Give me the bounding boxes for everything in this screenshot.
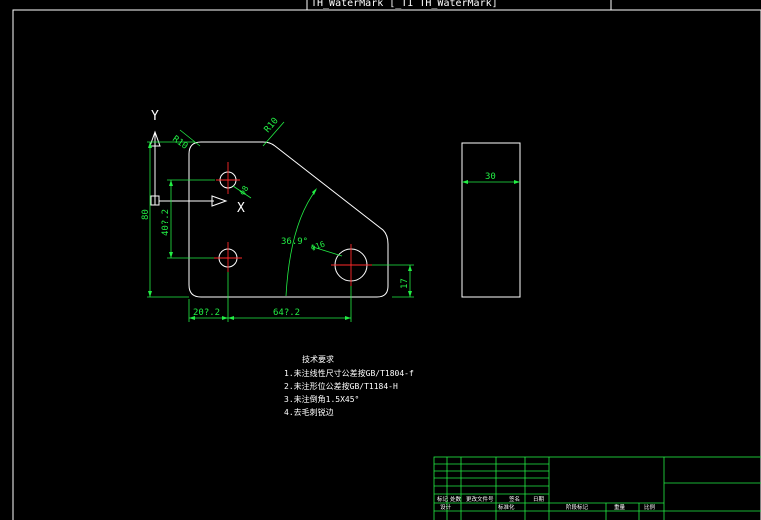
dim-height: 80: [141, 141, 195, 298]
dim-right-hole-height: 17: [372, 264, 414, 298]
watermark-box: [306, 0, 612, 11]
dim-hole-spacing-text: 64?.2: [273, 308, 300, 318]
y-axis-label: Y: [151, 109, 159, 124]
dim-right-hole-height-text: 17: [400, 278, 410, 289]
notes-title: 技术要求: [302, 354, 334, 364]
tb-label-weight: 重量: [614, 503, 626, 511]
dim-phi-right-hole-text: Φ16: [310, 239, 327, 252]
ucs-axis-icon: Y X: [149, 109, 245, 216]
dim-phi-upper-hole-text: Φ8: [238, 184, 251, 197]
tb-label-stage-mark: 阶段标记: [566, 503, 589, 511]
dim-left-offset-text: 20?.2: [193, 308, 220, 318]
plate-outline: [188, 141, 389, 298]
dim-angle-text: 36.9°: [281, 237, 308, 247]
notes-line-1: 1.未注线性尺寸公差按GB/T1804-f: [284, 368, 414, 378]
tb-label-standardization: 标准化: [498, 503, 515, 511]
dim-bottom: 20?.2 64?.2: [188, 272, 352, 322]
dim-hole-height: 40?.2: [161, 179, 215, 259]
tb-label-mark: 标记: [437, 495, 449, 503]
notes-line-3: 3.未注倒角1.5X45°: [284, 394, 359, 404]
dim-angle: 36.9°: [281, 188, 317, 297]
dim-r-top-right-text: R10: [263, 116, 281, 135]
right-hole-centerline: [331, 244, 372, 286]
tb-label-count: 处数: [450, 495, 462, 503]
side-view-rect: [461, 142, 521, 298]
dim-phi-right-hole: Φ16: [310, 239, 343, 257]
tb-label-scale: 比例: [644, 503, 656, 511]
dim-hole-height-text: 40?.2: [161, 209, 171, 236]
dim-r-top-left-text: R10: [170, 134, 189, 152]
dim-side-width: 30: [462, 172, 520, 184]
tb-label-signature: 签名: [509, 495, 520, 503]
dim-r-top-left: R10: [170, 129, 201, 152]
upper-left-hole-centerline: [216, 162, 240, 194]
dim-phi-upper-hole: Φ8: [232, 184, 252, 199]
dim-height-text: 80: [141, 209, 151, 220]
title-block: 标记 处数 更改文件号 签名 日期 设计 标准化 阶段标记 重量 比例: [433, 456, 761, 520]
dim-side-width-text: 30: [485, 172, 496, 182]
technical-notes: 技术要求 1.未注线性尺寸公差按GB/T1804-f 2.未注形位公差按GB/T…: [284, 354, 414, 417]
watermark-text: TH_WaterMark [_TI TH_WaterMark]: [311, 0, 498, 9]
tb-label-change-doc: 更改文件号: [466, 495, 494, 503]
notes-line-4: 4.去毛刺锐边: [284, 407, 334, 417]
notes-line-2: 2.未注形位公差按GB/T1184-H: [284, 381, 398, 391]
lower-left-hole-centerline: [214, 242, 242, 272]
dim-r-top-right: R10: [263, 116, 285, 147]
x-axis-label: X: [237, 201, 245, 216]
tb-label-design: 设计: [440, 503, 452, 511]
tb-label-date: 日期: [533, 496, 545, 503]
